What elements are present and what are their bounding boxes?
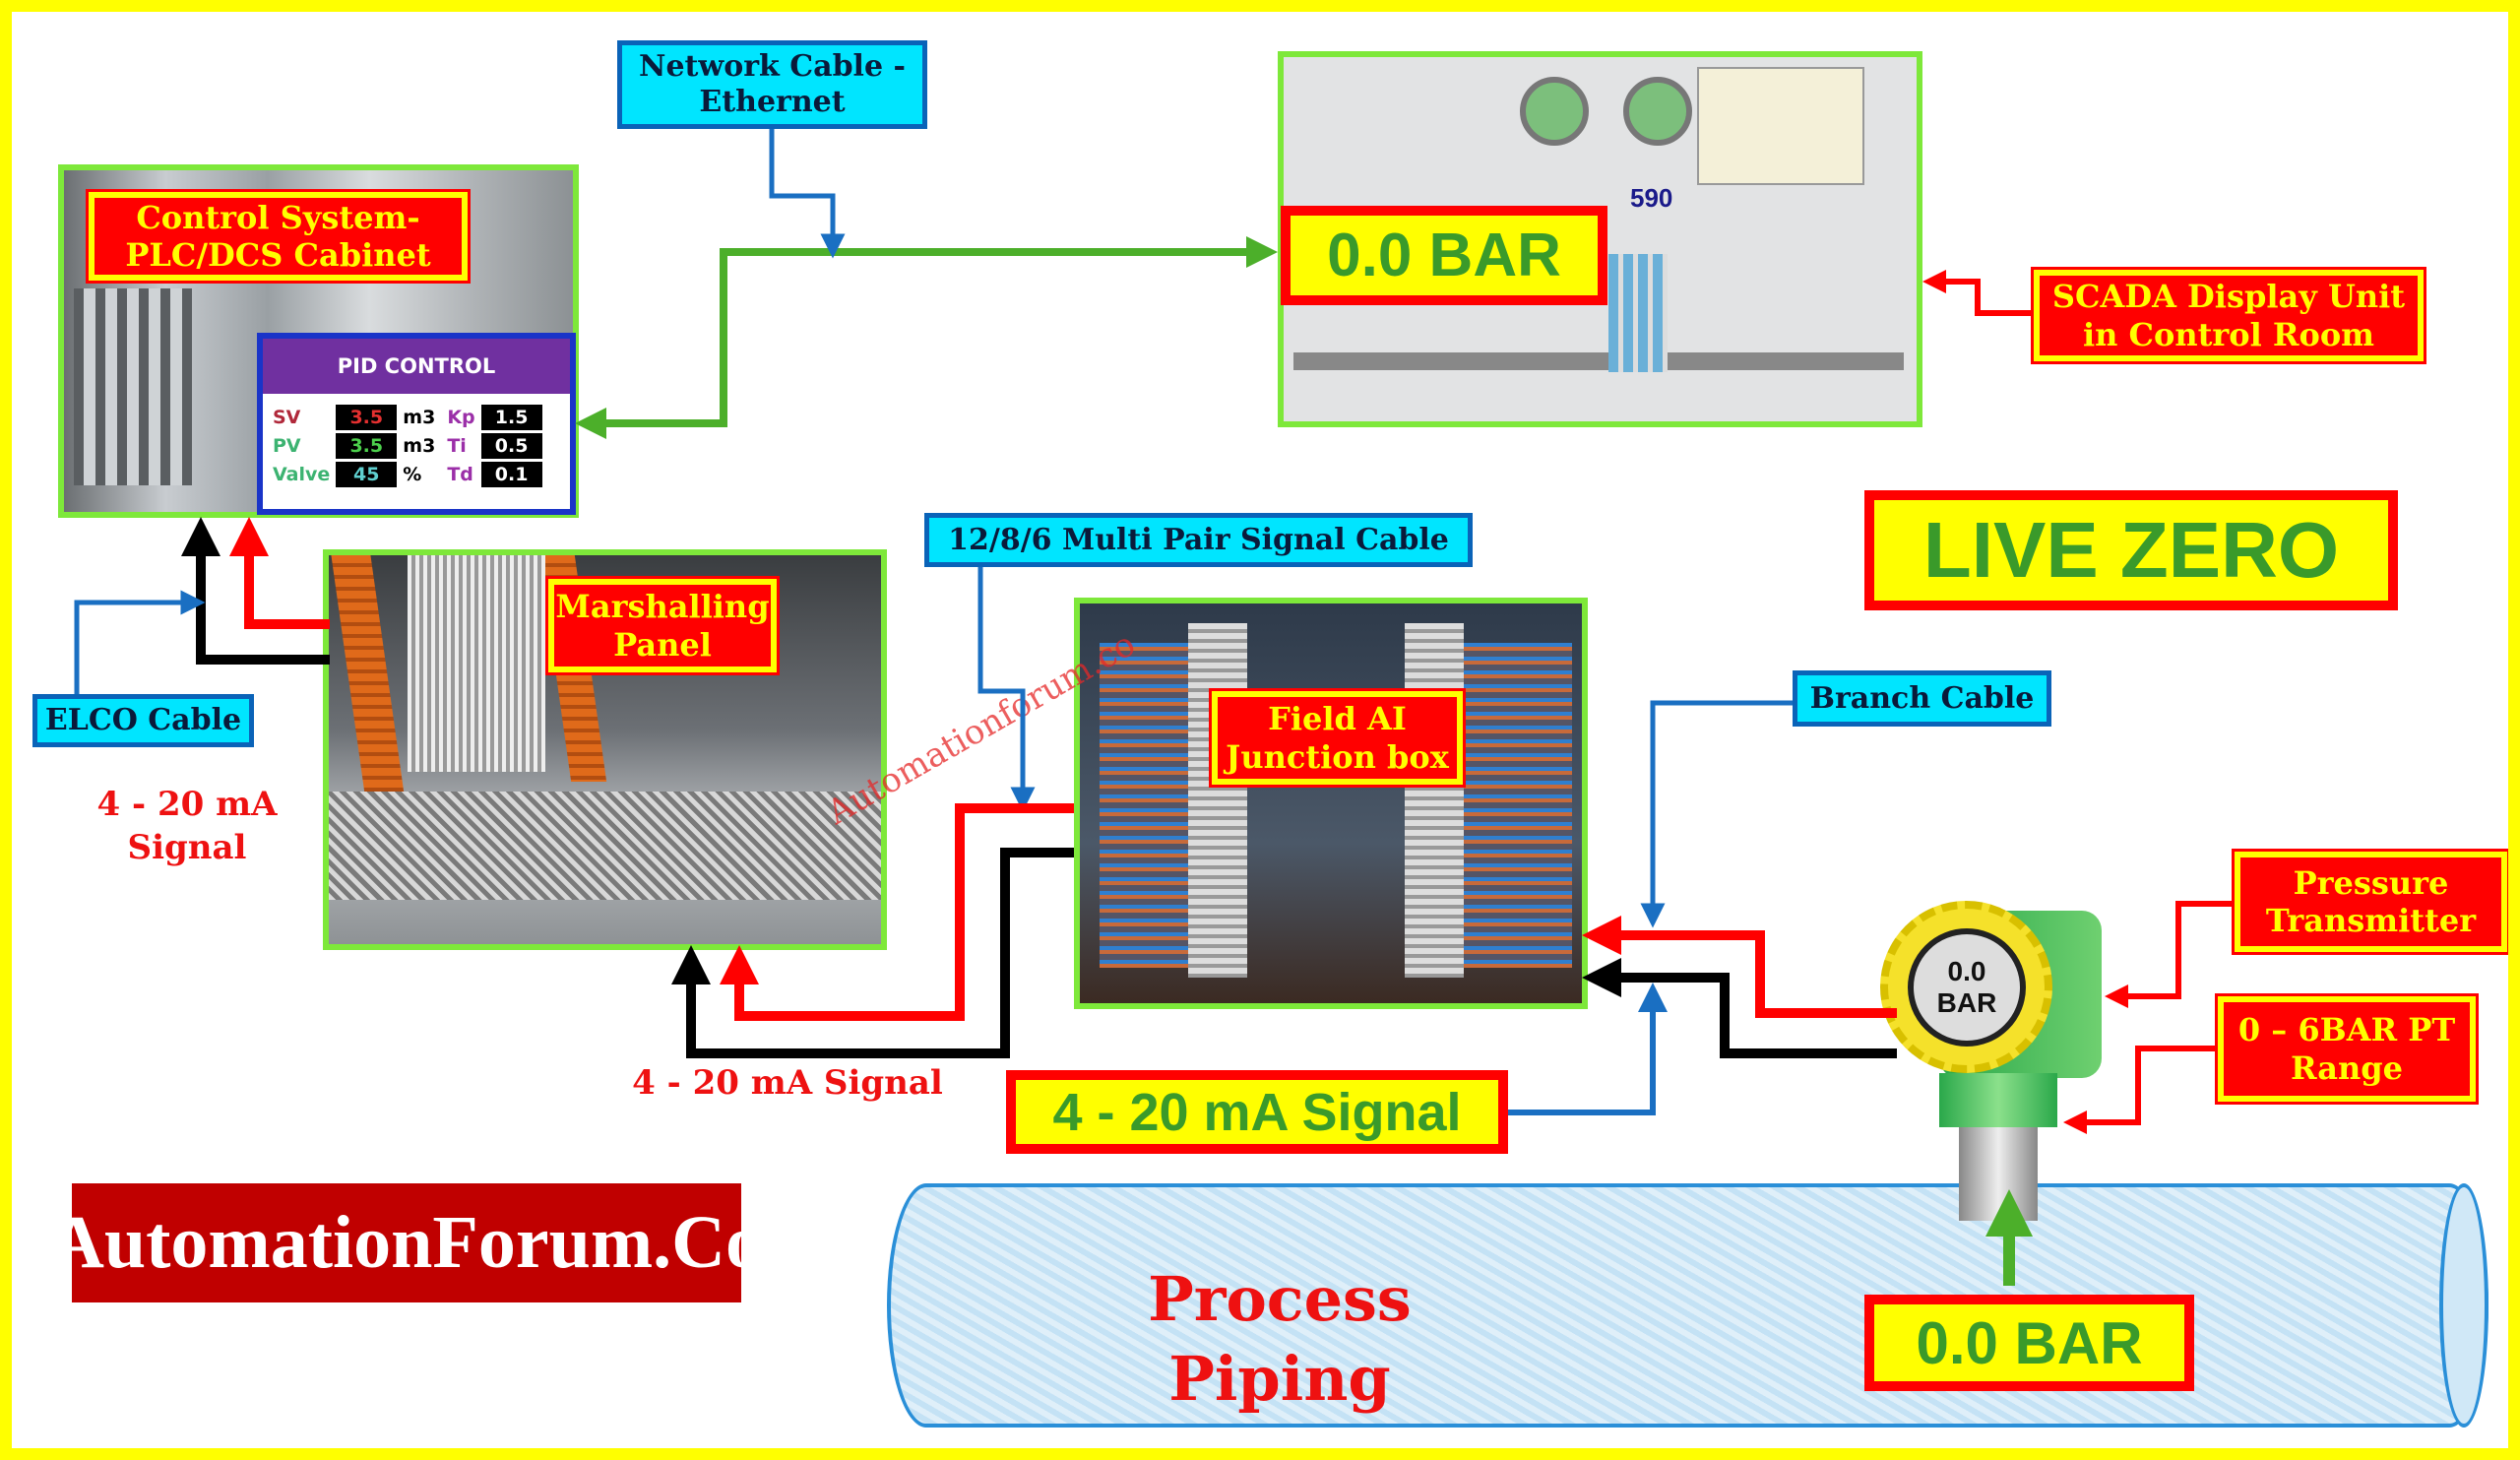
elco-pointer — [74, 590, 206, 694]
scada-amps: 590 — [1630, 183, 1673, 213]
field-junction-box-photo — [1074, 598, 1588, 1009]
transmitter-display: 0.0 BAR — [1908, 928, 2026, 1047]
signal-green-label: 4 - 20 mA Signal — [1006, 1070, 1508, 1154]
pipe-reading: 0.0 BAR — [1864, 1295, 2194, 1391]
logo-text: AutomationForum.Co — [49, 1201, 764, 1284]
marshalling-to-plc-red — [229, 517, 330, 629]
multi-pair-cable-label: 12/8/6 Multi Pair Signal Cable — [924, 513, 1473, 567]
pressure-transmitter: 0.0 BAR — [1880, 901, 2106, 1127]
pipe-end — [2439, 1183, 2488, 1428]
signal-center-text: 4 - 20 mA Signal — [632, 1063, 943, 1103]
network-cable-label: Network Cable - Ethernet — [617, 40, 927, 129]
branch-cable-pointer — [1640, 700, 1793, 928]
pt-label-pointer — [2105, 901, 2235, 1008]
marshalling-to-plc-black — [181, 517, 330, 665]
ethernet-to-plc — [575, 248, 1262, 439]
scada-reading: 0.0 BAR — [1281, 206, 1607, 305]
jb-to-marshalling-red — [720, 803, 1074, 1021]
pressure-transmitter-label: Pressure Transmitter — [2232, 849, 2510, 955]
scada-display-label: SCADA Display Unit in Control Room — [2031, 267, 2426, 364]
branch-cable-label: Branch Cable — [1793, 670, 2051, 727]
range-label-pointer — [2063, 1046, 2218, 1134]
transmitter-unit: BAR — [1936, 987, 1997, 1018]
network-cable-pointer — [769, 129, 846, 259]
pt-to-jb-red — [1582, 916, 1897, 1018]
multi-pair-pointer — [977, 567, 1036, 812]
signal-left-text: 4 - 20 mA Signal — [96, 785, 278, 868]
signal-green-pointer — [1508, 983, 1668, 1115]
pt-range-label: 0 – 6BAR PT Range — [2215, 993, 2479, 1105]
automationforum-logo: AutomationForum.Co — [50, 1183, 763, 1302]
scada-screen: 590 — [1278, 51, 1922, 427]
live-zero-title: LIVE ZERO — [1864, 490, 2398, 610]
scada-label-pointer — [1922, 270, 2034, 316]
process-piping-text: Process Piping — [1148, 1263, 1412, 1415]
field-jb-label: Field AI Junction box — [1209, 688, 1466, 788]
elco-cable-label: ELCO Cable — [32, 694, 254, 747]
pt-to-jb-black — [1582, 958, 1897, 1058]
transmitter-value: 0.0 — [1947, 956, 1986, 986]
marshalling-panel-label: Marshalling Panel — [545, 576, 780, 675]
pid-title: PID CONTROL — [263, 339, 570, 394]
jb-to-marshalling-black — [671, 848, 1074, 1058]
control-system-label: Control System- PLC/DCS Cabinet — [86, 189, 471, 284]
